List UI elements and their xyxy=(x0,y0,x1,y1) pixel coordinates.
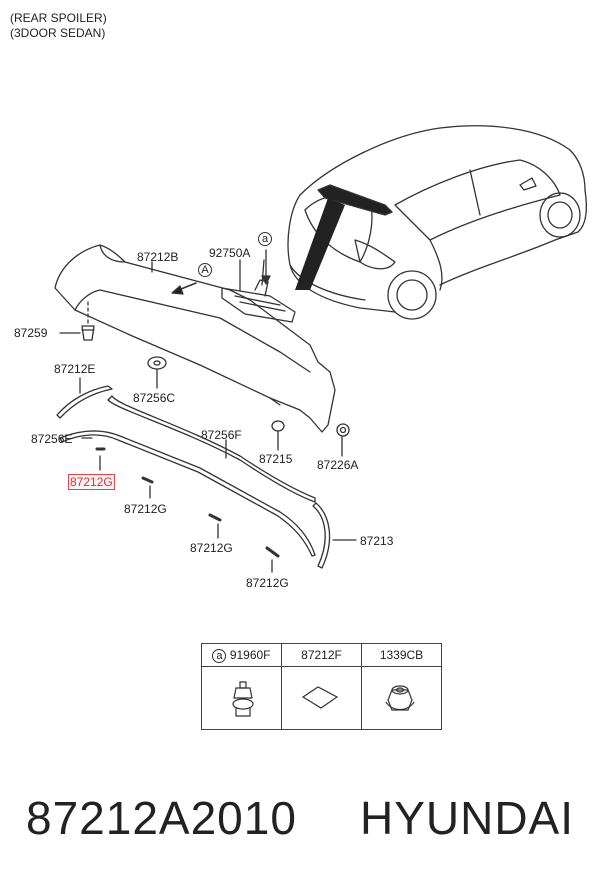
legend-header-1339CB: 1339CB xyxy=(361,643,442,667)
legend-header-91960F: a 91960F xyxy=(201,643,282,667)
washer-87256C xyxy=(147,356,167,370)
parts-legend-table: a 91960F 87212F 1339CB xyxy=(201,643,442,730)
seal-strip-87212E xyxy=(56,385,113,419)
clip-87259 xyxy=(81,325,95,341)
label-87212B: 87212B xyxy=(137,250,179,264)
car-illustration xyxy=(287,125,587,320)
washer-87215 xyxy=(271,420,285,432)
header-line2: (3DOOR SEDAN) xyxy=(10,26,106,40)
label-87212G-2: 87212G xyxy=(190,541,233,555)
label-87213: 87213 xyxy=(360,534,394,548)
view-A-marker: A xyxy=(198,262,212,277)
legend-cell-91960F xyxy=(201,666,282,730)
label-87215: 87215 xyxy=(259,452,293,466)
label-87212G-3: 87212G xyxy=(246,576,289,590)
legend-cell-1339CB xyxy=(361,666,442,730)
spoiler-main-body xyxy=(54,244,336,433)
label-87212E: 87212E xyxy=(54,362,96,376)
garnish-seal-87256F xyxy=(107,395,316,503)
pointer-wedge xyxy=(295,198,345,290)
ref-a-marker: a xyxy=(258,231,272,246)
spoiler-on-car xyxy=(317,184,393,216)
end-strip-87213 xyxy=(312,502,331,569)
seal-strip-87256E xyxy=(59,430,316,557)
legend-header-87212F: 87212F xyxy=(281,643,362,667)
label-87212G-highlighted: 87212G xyxy=(68,474,115,490)
legend-cell-87212F xyxy=(281,666,362,730)
label-87226A: 87226A xyxy=(317,458,359,472)
header-line1: (REAR SPOILER) xyxy=(10,11,107,25)
footer-part-number: 87212A2010 xyxy=(26,792,297,844)
footer-brand: HYUNDAI xyxy=(360,792,575,844)
clip-87226A xyxy=(336,423,350,437)
label-92750A: 92750A xyxy=(209,246,251,260)
label-87256C: 87256C xyxy=(133,391,176,405)
label-87212G-1: 87212G xyxy=(124,502,167,516)
stop-lamp-92750A xyxy=(221,279,296,323)
label-87259: 87259 xyxy=(14,326,48,340)
legend-ref-a: a xyxy=(212,648,227,663)
label-87256E: 87256E xyxy=(31,432,73,446)
label-87256F: 87256F xyxy=(201,428,242,442)
